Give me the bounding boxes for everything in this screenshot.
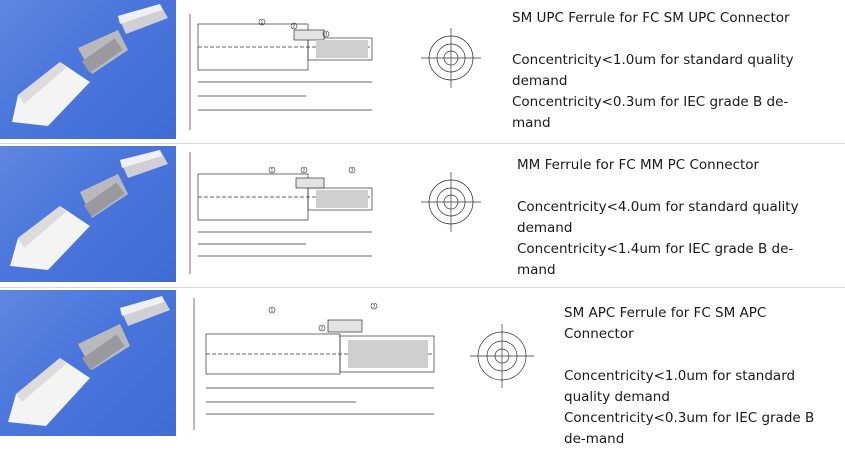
row-divider-2 xyxy=(0,287,845,288)
product-row-1: 1 2 3 SM UPC Ferrule for FC SM UPC Conne… xyxy=(0,0,845,143)
concentricity-iec: Concentricity<0.3um for IEC grade B de-m… xyxy=(512,94,789,131)
product-description-3: SM APC Ferrule for FC SM APC Connector C… xyxy=(564,303,839,450)
callout-3: 3 xyxy=(325,32,328,38)
concentricity-standard: Concentricity<1.0um for standard quality… xyxy=(564,368,796,405)
callout-3: 3 xyxy=(373,304,376,310)
callout-3: 3 xyxy=(351,168,354,174)
product-row-2: 1 2 3 MM Ferrule for FC MM PC Connector … xyxy=(0,146,845,286)
product-title: MM Ferrule for FC MM PC Connector xyxy=(517,157,760,173)
concentricity-iec: Concentricity<1.4um for IEC grade B de-m… xyxy=(517,241,794,278)
product-description-1: SM UPC Ferrule for FC SM UPC Connector C… xyxy=(512,8,802,134)
ferrule-photo-3 xyxy=(0,290,176,436)
ferrule-photo-2 xyxy=(0,146,176,282)
concentricity-iec: Concentricity<0.3um for IEC grade B de-m… xyxy=(564,410,815,447)
product-title: SM APC Ferrule for FC SM APC Connector xyxy=(564,305,767,342)
ferrule-photo-1 xyxy=(0,0,176,139)
callout-2: 2 xyxy=(303,168,306,174)
technical-drawing-2: 1 2 3 xyxy=(176,146,506,282)
row-divider-1 xyxy=(0,143,845,144)
product-title: SM UPC Ferrule for FC SM UPC Connector xyxy=(512,10,790,26)
concentricity-standard: Concentricity<4.0um for standard quality… xyxy=(517,199,799,236)
callout-1: 1 xyxy=(271,168,274,174)
callout-2: 2 xyxy=(293,24,296,30)
product-description-2: MM Ferrule for FC MM PC Connector Concen… xyxy=(517,155,807,281)
technical-drawing-3: 1 2 3 xyxy=(176,290,556,436)
callout-1: 1 xyxy=(271,308,274,314)
technical-drawing-1: 1 2 3 xyxy=(176,0,506,139)
callout-2: 2 xyxy=(321,326,324,332)
product-row-3: 1 2 3 SM APC Ferrule for FC SM APC Conne… xyxy=(0,290,845,447)
callout-1: 1 xyxy=(261,20,264,26)
concentricity-standard: Concentricity<1.0um for standard quality… xyxy=(512,52,794,89)
